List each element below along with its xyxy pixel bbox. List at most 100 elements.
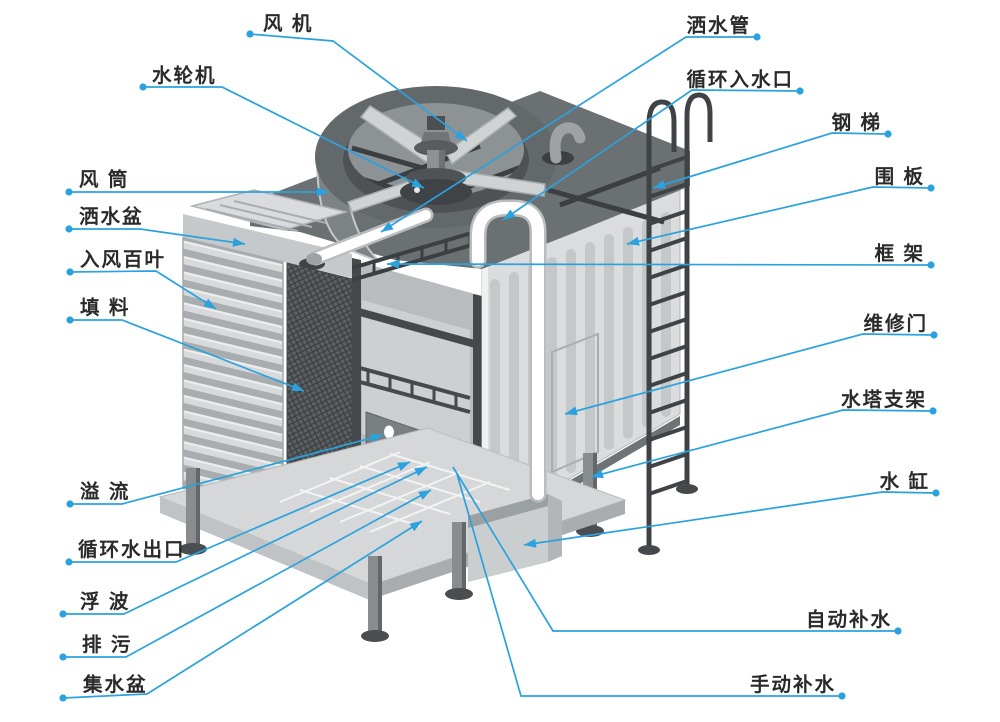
diagram-label-text: 洒水盆: [79, 205, 144, 228]
leader-line: [63, 489, 432, 658]
diagram-label-text: 排 污: [82, 633, 132, 656]
leader-dot: [927, 261, 935, 269]
diagram-label-overflow: 溢 流: [66, 433, 384, 508]
leader-line: [69, 270, 217, 310]
leader-line: [564, 333, 935, 415]
leader-line: [143, 86, 425, 189]
diagram-label-text: 自动补水: [806, 608, 892, 631]
leader-dot: [932, 489, 940, 497]
diagram-label-text: 填 料: [80, 296, 130, 319]
diagram-label-text: 循环入水口: [686, 68, 794, 91]
diagram-label-steel-ladder: 钢 梯: [652, 111, 892, 189]
leader-dot: [246, 30, 254, 38]
leader-line: [62, 520, 423, 699]
access-door-outline: [551, 332, 599, 474]
leader-dot: [66, 316, 74, 324]
fan-blades: [347, 105, 546, 213]
diagram-label-text: 水塔支架: [841, 388, 927, 411]
leader-dot: [65, 558, 73, 566]
diagram-label-manual-refill: 手动补水: [456, 473, 846, 700]
leader-line: [63, 466, 428, 615]
diagram-label-text: 水 缸: [880, 470, 930, 493]
leader-arrowhead: [411, 178, 424, 188]
leader-dot: [930, 331, 938, 339]
diagram-label-text: 溢 流: [80, 480, 130, 503]
diagram-label-text: 维修门: [863, 312, 928, 335]
diagram-label-frame: 框 架: [386, 242, 935, 269]
leader-arrowhead: [397, 462, 410, 471]
support-leg-2: [361, 556, 389, 642]
steel-ladder: [638, 92, 713, 555]
leader-arrowhead: [291, 382, 304, 391]
diagram-label-float-valve: 浮 波: [59, 466, 428, 618]
leader-line: [652, 132, 889, 189]
diagram-label-spray-basin: 洒水盆: [65, 205, 246, 247]
leader-arrowhead: [414, 467, 427, 477]
leader-line: [249, 33, 468, 142]
leader-line: [386, 263, 932, 266]
leader-line: [70, 319, 305, 392]
leader-line: [70, 434, 384, 505]
leader-arrowhead: [591, 469, 604, 479]
leader-dot: [59, 610, 67, 618]
leader-dot: [796, 87, 804, 95]
diagram-label-spray-pipe: 洒水管: [380, 14, 761, 233]
leader-dot: [139, 83, 147, 91]
leader-dot: [59, 694, 67, 702]
leader-arrowhead: [409, 521, 422, 532]
diagram-label-text: 手动补水: [750, 673, 836, 696]
diagram-label-inlet-louver: 入风百叶: [66, 249, 217, 310]
leader-dot: [66, 500, 74, 508]
diagram-label-text: 框 架: [875, 242, 925, 265]
leader-arrowhead: [565, 406, 578, 416]
basin-grid: [279, 451, 511, 533]
inlet-pipe-stub: [542, 122, 586, 165]
leader-dot: [929, 407, 937, 415]
leader-line: [452, 466, 898, 632]
leader-dot: [753, 33, 761, 41]
leader-arrowhead: [524, 538, 537, 548]
diagram-label-access-door: 维修门: [564, 312, 938, 416]
riser-pipe: [472, 202, 544, 500]
leader-line: [590, 409, 934, 478]
leader-line: [456, 473, 842, 697]
overflow-hole: [384, 425, 394, 439]
leader-arrowhead: [381, 221, 394, 232]
diagram-label-text: 围 板: [875, 165, 925, 188]
leader-line: [69, 461, 411, 563]
diagram-label-fill-material: 填 料: [66, 296, 305, 392]
diagram-label-circ-outlet: 循环水出口: [65, 461, 411, 566]
water-tank-box: [468, 494, 562, 582]
leader-dot: [838, 692, 846, 700]
diagram-label-blowdown: 排 污: [59, 489, 432, 661]
diagram-label-auto-refill: 自动补水: [452, 466, 902, 635]
leader-line: [502, 89, 801, 221]
leader-arrowhead: [203, 298, 216, 309]
leader-line: [523, 491, 937, 546]
diagram-label-text: 洒水管: [686, 14, 751, 37]
leader-dot: [65, 225, 73, 233]
water-pipes: [306, 199, 547, 503]
spray-arm-pipe: [311, 210, 431, 263]
leader-dot: [884, 130, 892, 138]
diagram-label-text: 水轮机: [152, 64, 217, 87]
leader-dot: [65, 188, 73, 196]
leader-dot: [66, 268, 74, 276]
diagram-label-text: 风 机: [263, 13, 313, 35]
diagram-label-text: 钢 梯: [832, 111, 882, 134]
leader-arrowhead: [454, 130, 467, 141]
leader-line: [380, 36, 757, 233]
diagram-label-air-duct: 风 筒: [65, 168, 329, 197]
leader-arrowhead: [418, 490, 431, 500]
leader-dot: [894, 627, 902, 635]
diagram-label-tower-support: 水塔支架: [590, 388, 937, 479]
leader-arrowhead: [317, 187, 329, 197]
basin-assembly: [158, 427, 627, 642]
diagram-label-circ-inlet: 循环入水口: [502, 68, 804, 221]
leader-arrowhead: [387, 259, 400, 269]
diagram-label-fan: 风 机: [246, 13, 468, 142]
diagram-label-text: 循环水出口: [78, 538, 186, 561]
